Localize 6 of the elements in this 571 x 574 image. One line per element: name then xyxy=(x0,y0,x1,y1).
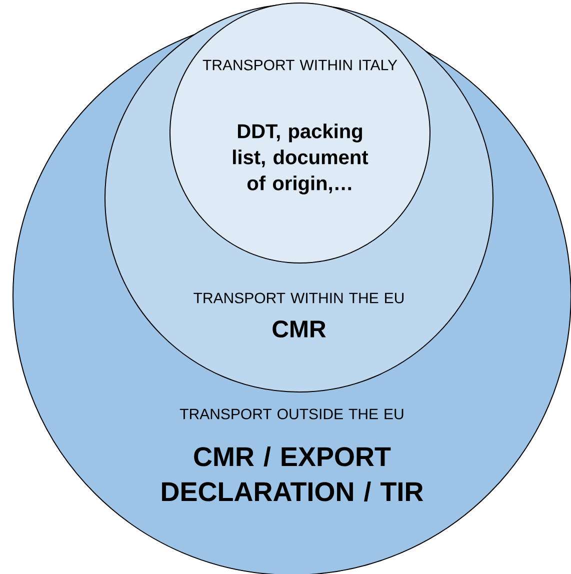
heading: TRANSPORT WITHIN THE EU xyxy=(194,292,404,304)
heading: TRANSPORT WITHIN ITALY xyxy=(202,60,398,70)
body-text: CMR / EXPORT DECLARATION / TIR xyxy=(162,446,424,502)
heading: TRANSPORT OUTSIDE THE EU xyxy=(180,408,404,420)
body-text: CMR xyxy=(272,320,326,338)
body-text: DDT, packing list, document of origin,… xyxy=(233,124,368,194)
